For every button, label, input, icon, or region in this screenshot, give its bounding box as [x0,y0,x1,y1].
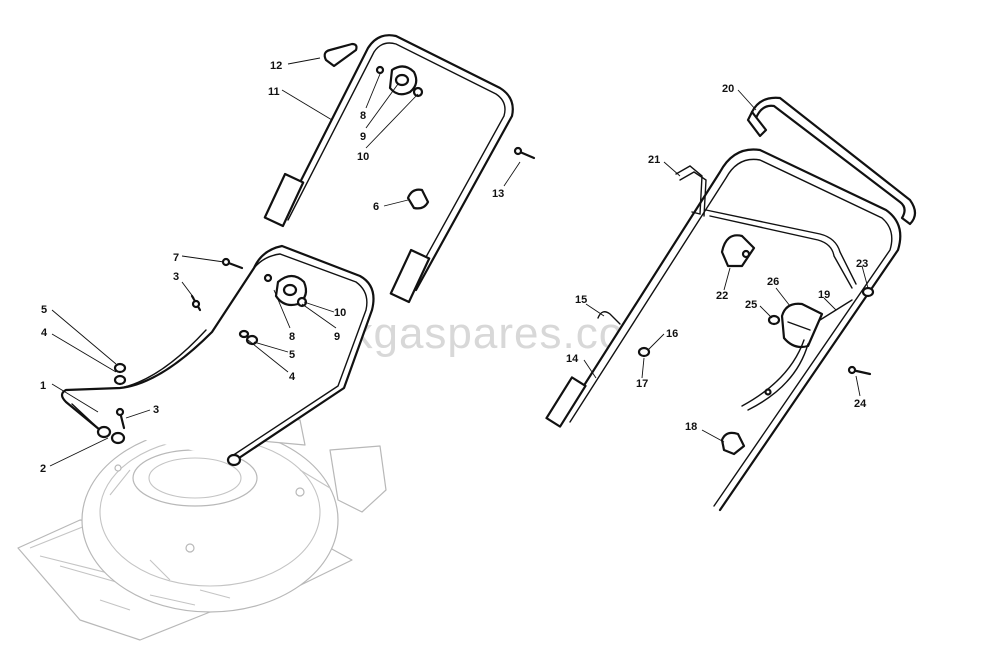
knob-lower [274,274,308,307]
callout-19: 19 [818,289,830,301]
cable-rod [675,165,857,289]
cable-clip [323,42,358,68]
callout-14: 14 [566,353,579,365]
handle-clip [406,188,430,210]
callout-18: 18 [685,421,697,433]
callout-17: 17 [636,378,648,390]
mower-deck [17,371,387,641]
callout-10-lower: 10 [334,307,346,319]
callout-20: 20 [722,83,734,95]
callout-2: 2 [40,463,46,475]
callout-16: 16 [666,328,678,340]
lever-housing [780,302,824,349]
callout-6: 6 [373,201,379,213]
throttle-cable [741,299,853,411]
callout-1: 1 [40,380,46,392]
callout-labels: 1 2 3 3 4 4 5 5 6 7 8 8 9 9 10 10 11 12 … [40,60,868,475]
cable-bracket [720,234,756,268]
leader-lines [49,57,869,467]
callout-9-upper: 9 [360,131,366,143]
callout-11: 11 [268,86,280,98]
callout-12: 12 [270,60,282,72]
callout-21: 21 [648,154,660,166]
callout-4-left: 4 [41,327,48,339]
callout-4-right: 4 [289,371,296,383]
callout-15: 15 [575,294,587,306]
bail-bar [746,96,917,226]
knob-upper [388,65,418,96]
callout-8-lower: 8 [289,331,295,343]
callout-24: 24 [854,398,867,410]
callout-25: 25 [745,299,757,311]
hardware-small-parts [110,65,536,445]
callout-10-upper: 10 [357,151,369,163]
callout-26: 26 [767,276,779,288]
callout-9-lower: 9 [334,331,340,343]
callout-23: 23 [856,258,868,270]
lower-handle [60,244,375,467]
callout-8-upper: 8 [360,110,366,122]
callout-22: 22 [716,290,728,302]
callout-7: 7 [173,252,179,264]
callout-3-lower: 3 [153,404,159,416]
callout-13: 13 [492,188,504,200]
cable-clip-lower [720,431,746,456]
callout-5-left: 5 [41,304,47,316]
callout-5-right: 5 [289,349,295,361]
callout-3-upper: 3 [173,271,179,283]
upper-handle [263,34,514,304]
